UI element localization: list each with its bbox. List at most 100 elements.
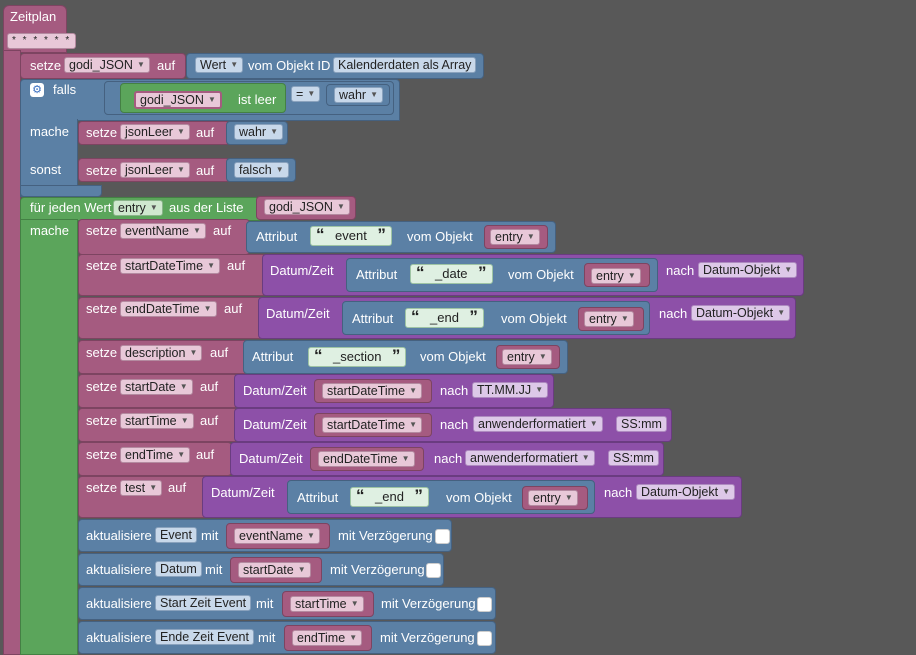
chevron-down-icon: ▼ bbox=[620, 314, 629, 323]
var-dropdown-json-leer[interactable]: jsonLeer▼ bbox=[120, 124, 190, 140]
from-list-label: aus der Liste bbox=[169, 200, 244, 215]
var-dropdown-entry[interactable]: entry▼ bbox=[591, 268, 641, 284]
var-dropdown-entry[interactable]: entry▼ bbox=[502, 349, 552, 365]
object-id-field[interactable]: Kalenderdaten als Array bbox=[333, 57, 477, 73]
format-dropdown[interactable]: anwenderformatiert▼ bbox=[465, 450, 595, 466]
setze-label: setze bbox=[86, 379, 118, 394]
var-dropdown-start-datetime[interactable]: startDateTime▼ bbox=[120, 258, 221, 274]
format-dropdown[interactable]: Datum-Objekt▼ bbox=[691, 305, 791, 321]
chevron-down-icon: ▼ bbox=[177, 165, 185, 174]
var-dropdown-description[interactable]: description▼ bbox=[120, 345, 203, 361]
setze-label: setze bbox=[86, 125, 118, 140]
chevron-down-icon: ▼ bbox=[193, 226, 201, 235]
var-dropdown-godi-json[interactable]: godi_JSON▼ bbox=[134, 91, 222, 109]
open-quote-icon: “ bbox=[356, 486, 365, 505]
attribut-label: Attribut bbox=[356, 267, 398, 282]
mache-label: mache bbox=[30, 223, 70, 238]
delay-label: mit Verzögerung bbox=[338, 528, 433, 543]
bool-value: falsch bbox=[239, 163, 272, 177]
chevron-down-icon: ▼ bbox=[722, 487, 731, 496]
var-dropdown-end-time[interactable]: endTime▼ bbox=[292, 630, 363, 646]
string-literal[interactable]: “_end” bbox=[350, 487, 429, 507]
delay-checkbox[interactable] bbox=[435, 529, 450, 544]
custom-format-field[interactable]: SS:mm bbox=[616, 416, 667, 432]
var-dropdown-start-date[interactable]: startDate▼ bbox=[120, 379, 193, 395]
var-name: startDate bbox=[125, 380, 176, 394]
delay-checkbox[interactable] bbox=[477, 597, 492, 612]
datum-zeit-label: Datum/Zeit bbox=[270, 263, 334, 278]
var-dropdown-entry[interactable]: entry▼ bbox=[528, 490, 578, 506]
chevron-down-icon: ▼ bbox=[208, 95, 216, 104]
value-type-dropdown[interactable]: Wert▼ bbox=[195, 57, 244, 73]
chevron-down-icon: ▼ bbox=[189, 348, 198, 357]
var-dropdown-end-time[interactable]: endTime▼ bbox=[120, 447, 191, 463]
var-dropdown-entry[interactable]: entry▼ bbox=[584, 311, 634, 327]
loop-var-dropdown[interactable]: entry▼ bbox=[113, 200, 163, 216]
chevron-down-icon: ▼ bbox=[180, 416, 189, 425]
chevron-down-icon: ▼ bbox=[230, 60, 239, 69]
cron-field[interactable]: * * * * * * bbox=[7, 33, 77, 49]
string-literal[interactable]: “_date” bbox=[410, 264, 493, 284]
operator-dropdown[interactable]: =▼ bbox=[291, 86, 321, 102]
bool-dropdown[interactable]: falsch▼ bbox=[234, 162, 289, 178]
auf-label: auf bbox=[168, 480, 187, 495]
auf-label: auf bbox=[196, 125, 215, 140]
format-dropdown[interactable]: anwenderformatiert▼ bbox=[473, 416, 603, 432]
auf-label: auf bbox=[200, 413, 219, 428]
schedule-title: Zeitplan bbox=[10, 9, 57, 24]
state-field[interactable]: Ende Zeit Event bbox=[155, 629, 254, 645]
var-name: entry bbox=[596, 269, 624, 283]
var-name: jsonLeer bbox=[125, 163, 173, 177]
state-field[interactable]: Start Zeit Event bbox=[155, 595, 252, 611]
datum-zeit-label: Datum/Zeit bbox=[243, 417, 307, 432]
var-name: entry bbox=[495, 230, 523, 244]
string-literal[interactable]: “_end” bbox=[405, 308, 484, 328]
var-dropdown-json-leer[interactable]: jsonLeer ▼ bbox=[120, 162, 190, 178]
nach-label: nach bbox=[440, 417, 469, 432]
var-dropdown-start-date[interactable]: startDate▼ bbox=[238, 562, 311, 578]
if-else-footer bbox=[20, 185, 102, 197]
var-dropdown-test[interactable]: test▼ bbox=[120, 480, 163, 496]
for-each-spine bbox=[20, 219, 78, 655]
chevron-down-icon: ▼ bbox=[401, 454, 410, 463]
var-dropdown-event-name[interactable]: eventName▼ bbox=[234, 528, 320, 544]
chevron-down-icon: ▼ bbox=[350, 599, 359, 608]
var-dropdown-start-time[interactable]: startTime▼ bbox=[120, 413, 194, 429]
var-dropdown-event-name[interactable]: eventName ▼ bbox=[120, 223, 206, 239]
gear-icon[interactable]: ⚙ bbox=[30, 83, 44, 97]
mache-label: mache bbox=[30, 124, 70, 139]
var-name: eventName bbox=[125, 224, 189, 238]
nach-label: nach bbox=[434, 451, 463, 466]
vom-objekt-label: vom Objekt bbox=[420, 349, 486, 364]
aktualisiere-label: aktualisiere bbox=[86, 528, 152, 543]
attribut-label: Attribut bbox=[297, 490, 339, 505]
var-dropdown-start-datetime[interactable]: startDateTime▼ bbox=[322, 417, 423, 433]
var-dropdown-start-datetime[interactable]: startDateTime▼ bbox=[322, 383, 423, 399]
string-literal[interactable]: “event” bbox=[310, 226, 392, 246]
falls-label: falls bbox=[53, 82, 77, 97]
var-dropdown-end-datetime[interactable]: endDateTime▼ bbox=[318, 451, 415, 467]
delay-checkbox[interactable] bbox=[477, 631, 492, 646]
var-name: endTime bbox=[125, 448, 174, 462]
format-dropdown[interactable]: Datum-Objekt▼ bbox=[698, 262, 798, 278]
var-name: entry bbox=[507, 350, 535, 364]
var-dropdown-godi-json[interactable]: godi_JSON▼ bbox=[264, 199, 350, 215]
string-literal[interactable]: “_section” bbox=[308, 347, 407, 367]
var-dropdown-end-datetime[interactable]: endDateTime▼ bbox=[120, 301, 217, 317]
chevron-down-icon: ▼ bbox=[370, 90, 379, 99]
state-field[interactable]: Event bbox=[155, 527, 197, 543]
vom-objekt-label: vom Objekt bbox=[407, 229, 473, 244]
state-field[interactable]: Datum bbox=[155, 561, 202, 577]
delay-checkbox[interactable] bbox=[426, 563, 441, 578]
custom-format-field[interactable]: SS:mm bbox=[608, 450, 659, 466]
var-dropdown-godi-json[interactable]: godi_JSON▼ bbox=[64, 57, 150, 73]
bool-dropdown[interactable]: wahr▼ bbox=[334, 87, 384, 103]
var-name: endDateTime bbox=[125, 302, 200, 316]
bool-dropdown[interactable]: wahr▼ bbox=[234, 124, 284, 140]
var-name: startDateTime bbox=[327, 384, 406, 398]
var-dropdown-entry[interactable]: entry▼ bbox=[490, 229, 540, 245]
var-dropdown-start-time[interactable]: startTime▼ bbox=[290, 596, 364, 612]
format-dropdown[interactable]: Datum-Objekt▼ bbox=[636, 484, 736, 500]
format-dropdown[interactable]: TT.MM.JJ▼ bbox=[472, 382, 549, 398]
close-quote-icon: ” bbox=[469, 307, 478, 326]
